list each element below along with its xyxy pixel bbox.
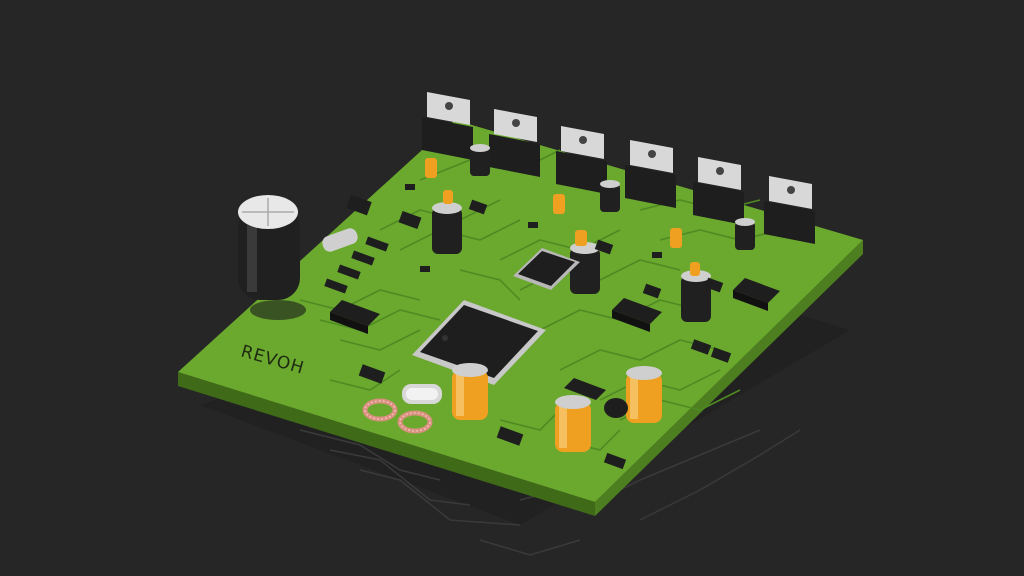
- large-capacitor: [238, 195, 306, 320]
- soic-1: [330, 300, 380, 334]
- capacitor-orange-3: [555, 395, 591, 452]
- to220-2: [489, 109, 540, 177]
- to220-5: [693, 157, 744, 225]
- board-top: [178, 120, 863, 502]
- capacitor-orange-2: [626, 366, 662, 423]
- to220-1: [422, 92, 473, 160]
- to220-6: [764, 176, 815, 244]
- soic-3: [733, 278, 780, 311]
- capacitor-black-1: [470, 144, 490, 176]
- coil-inductor-2: [397, 410, 433, 434]
- coil-inductors: [362, 398, 433, 434]
- secondary-qfp-chip: [513, 248, 580, 290]
- to220-4: [625, 140, 676, 208]
- round-inductor: [604, 398, 628, 418]
- board-side-edge: [595, 240, 863, 516]
- coil-inductor-1: [362, 398, 398, 422]
- soic-2: [612, 298, 662, 332]
- to220-3: [556, 126, 607, 194]
- orange-capacitors: [452, 363, 662, 452]
- crystal-oscillator: [322, 228, 442, 404]
- main-qfp-chip: [412, 300, 546, 385]
- capacitor-orange-1: [452, 363, 488, 420]
- capacitor-black-5: [570, 242, 600, 294]
- small-orange-capacitors: [425, 158, 700, 276]
- capacitor-black-2: [600, 180, 620, 212]
- capacitor-black-4: [432, 202, 462, 254]
- smd-parts: [324, 184, 732, 470]
- board-front-edge: [178, 372, 595, 516]
- soic-4: [564, 378, 606, 400]
- pcb-board: [178, 120, 863, 516]
- small-capacitors: [432, 144, 755, 322]
- capacitor-black-3: [735, 218, 755, 250]
- to220-row: [422, 92, 815, 244]
- soic-chips: [330, 278, 780, 400]
- capacitor-black-6: [681, 270, 711, 322]
